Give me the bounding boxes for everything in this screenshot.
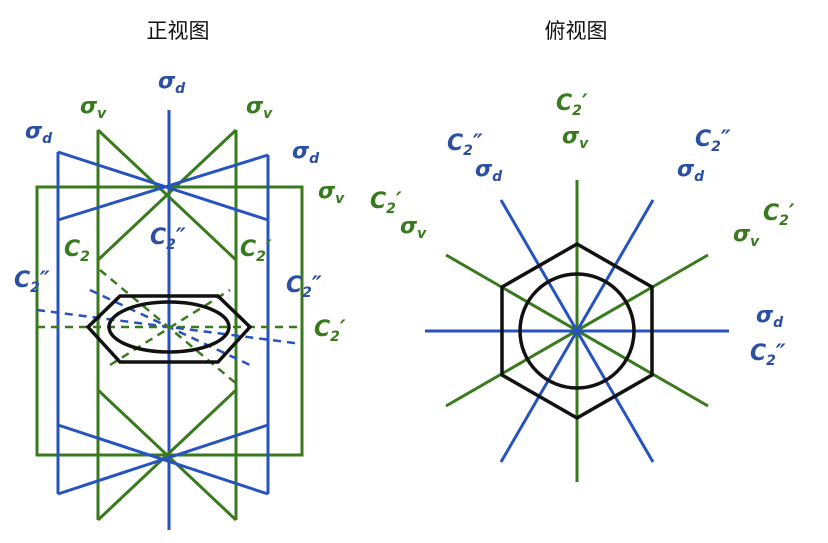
top-view (425, 180, 729, 482)
top-label-c2-prime-top: C2′ (556, 91, 588, 119)
front-label-sigma-d-right: σd (292, 139, 320, 167)
front-green-lower-cross (96, 388, 238, 522)
front-ring (107, 300, 231, 354)
front-view-title: 正视图 (147, 19, 210, 43)
front-sigma-v-plane-inner (96, 130, 238, 520)
front-green-upper-cross (96, 128, 238, 262)
front-label-c2-prime-far-right: C2′ (314, 317, 346, 345)
front-label-sigma-v-right: σv (246, 94, 273, 122)
top-label-sigma-v-right: σv (733, 222, 760, 250)
top-label-sigma-v-top: σv (562, 124, 589, 152)
front-label-c2-left: C2 (64, 237, 90, 265)
front-view (35, 110, 304, 530)
top-label-c2-prime-right: C2′ (763, 201, 795, 229)
front-blue-upper-cross (57, 150, 269, 222)
top-label-sigma-v-left: σv (400, 214, 427, 242)
top-view-title: 俯视图 (545, 19, 608, 43)
top-ring (518, 272, 636, 390)
top-hexagon (500, 241, 654, 421)
front-label-sigma-v-left: σv (80, 94, 107, 122)
front-label-c2-double-prime-center: C2″ (150, 225, 186, 253)
top-label-sigma-d-right: σd (756, 303, 784, 331)
top-label-sigma-d-upper-left: σd (475, 157, 503, 185)
front-blue-lower-cross (57, 423, 269, 496)
top-blue-axis-b (499, 199, 655, 463)
front-label-sigma-d-top: σd (158, 69, 186, 97)
top-label-c2-prime-left: C2′ (370, 189, 402, 217)
top-label-c2-double-prime-right: C2″ (750, 341, 786, 369)
top-label-c2-double-prime-upper-left: C2″ (447, 131, 483, 159)
front-label-sigma-v-far-right: σv (318, 179, 345, 207)
top-label-c2-double-prime-upper-right: C2″ (695, 127, 731, 155)
front-sigma-v-plane-outer (35, 185, 304, 457)
front-label-c2-double-prime-right: C2″ (286, 273, 322, 301)
front-c2-prime-dashed-c (99, 269, 239, 386)
top-label-sigma-d-upper-right: σd (677, 157, 705, 185)
front-label-sigma-d-left: σd (25, 119, 53, 147)
front-sigma-d-plane-edges (56, 152, 270, 494)
front-hexagon (85, 294, 253, 364)
front-label-c2-double-prime-left: C2″ (14, 268, 50, 296)
front-label-c2-prime-right: C2′ (240, 237, 272, 265)
